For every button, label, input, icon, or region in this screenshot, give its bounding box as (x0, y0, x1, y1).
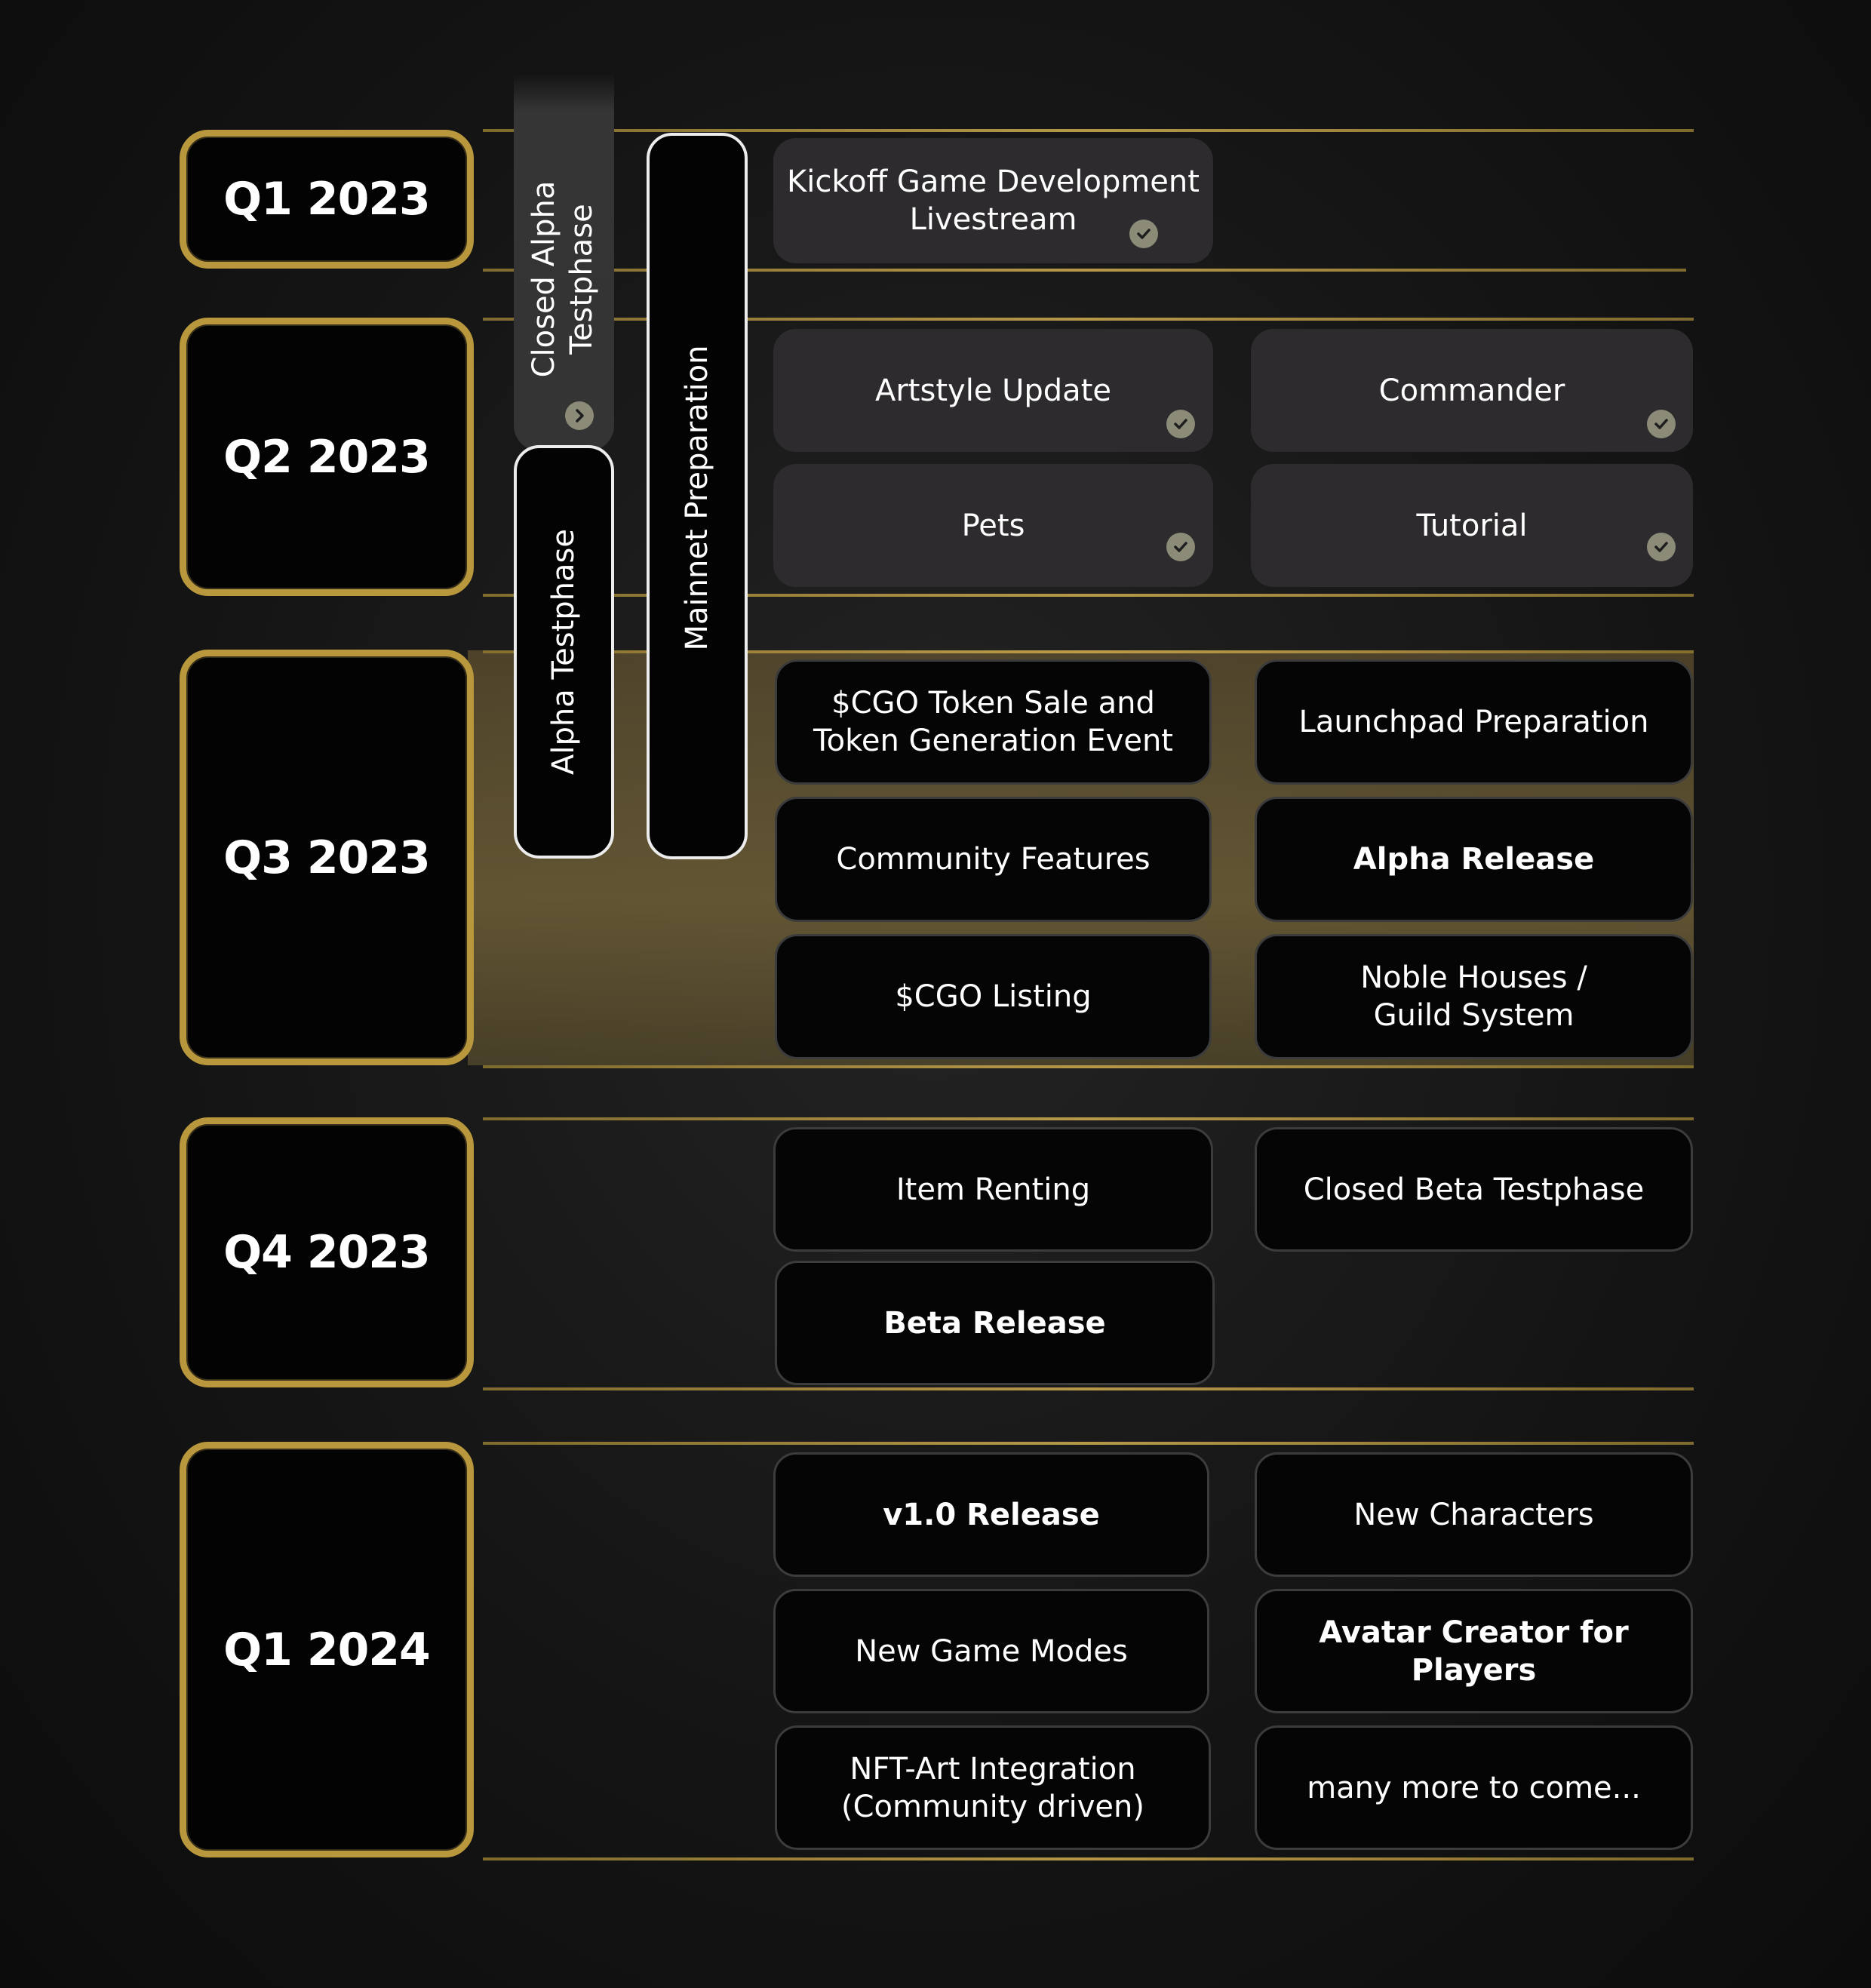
phase-alpha-testphase (514, 445, 614, 859)
item-label: Item Renting (896, 1172, 1091, 1207)
quarter-q1-2024: Q1 2024 (180, 1442, 474, 1857)
item-token-sale: $CGO Token Sale and Token Generation Eve… (775, 659, 1212, 785)
phase-mainnet-preparation (647, 133, 748, 859)
item-new-game-modes: New Game Modes (773, 1589, 1209, 1713)
check-circle-icon (565, 401, 594, 430)
item-label: Noble Houses / Guild System (1360, 960, 1587, 1033)
item-label: v1.0 Release (883, 1497, 1100, 1532)
item-cgo-listing: $CGO Listing (775, 934, 1212, 1059)
item-label: Closed Beta Testphase (1303, 1172, 1645, 1207)
item-label: Kickoff Game Development Livestream (787, 164, 1200, 237)
divider-line (483, 1442, 1694, 1445)
check-circle-icon (1166, 533, 1195, 561)
item-label: Commander (1378, 373, 1565, 408)
item-nft-art-integration: NFT-Art Integration (Community driven) (775, 1725, 1211, 1850)
item-label: NFT-Art Integration (Community driven) (840, 1751, 1144, 1824)
item-commander: Commander (1251, 329, 1693, 452)
quarter-label: Q1 2024 (223, 1623, 431, 1676)
item-many-more: many more to come... (1255, 1725, 1693, 1850)
quarter-label: Q1 2023 (223, 173, 431, 226)
item-beta-release: Beta Release (775, 1261, 1215, 1385)
divider-line (483, 1117, 1694, 1120)
item-label: Alpha Release (1353, 842, 1595, 877)
quarter-label: Q3 2023 (223, 831, 431, 884)
divider-line (483, 129, 1694, 132)
item-label: Beta Release (883, 1305, 1106, 1341)
phase-alpha-testphase-label: Alpha Testphase (546, 529, 581, 775)
check-circle-icon (1166, 410, 1195, 438)
item-new-characters: New Characters (1255, 1452, 1693, 1577)
item-community-features: Community Features (775, 797, 1212, 922)
item-artstyle-update: Artstyle Update (773, 329, 1213, 452)
divider-line (483, 650, 1694, 653)
divider-line (483, 1065, 1694, 1068)
item-label: Artstyle Update (875, 373, 1111, 408)
item-pets: Pets (773, 464, 1213, 587)
item-label: Pets (961, 508, 1025, 543)
quarter-q3-2023: Q3 2023 (180, 650, 474, 1065)
item-label: $CGO Token Sale and Token Generation Eve… (813, 686, 1173, 758)
item-label: $CGO Listing (895, 979, 1092, 1014)
check-circle-icon (1647, 410, 1676, 438)
divider-line (483, 318, 1694, 321)
quarter-label: Q4 2023 (223, 1226, 431, 1279)
item-label: Avatar Creator for Players (1319, 1615, 1629, 1688)
divider-line (483, 269, 1686, 272)
divider-line (483, 594, 1694, 597)
quarter-q1-2023: Q1 2023 (180, 130, 474, 269)
item-v1-release: v1.0 Release (773, 1452, 1209, 1577)
phase-closed-alpha-label: Closed Alpha Testphase (527, 180, 599, 378)
item-label: many more to come... (1307, 1770, 1641, 1805)
check-circle-icon (1647, 533, 1676, 561)
quarter-q4-2023: Q4 2023 (180, 1117, 474, 1387)
check-circle-icon (1129, 220, 1158, 248)
item-label: Tutorial (1416, 508, 1528, 543)
item-noble-houses: Noble Houses / Guild System (1255, 934, 1693, 1059)
item-closed-beta-testphase: Closed Beta Testphase (1255, 1127, 1693, 1252)
item-kickoff-livestream: Kickoff Game Development Livestream (773, 138, 1213, 263)
item-label: New Characters (1353, 1497, 1594, 1532)
quarter-label: Q2 2023 (223, 430, 431, 484)
quarter-q2-2023: Q2 2023 (180, 318, 474, 596)
phase-mainnet-preparation-label: Mainnet Preparation (680, 345, 714, 651)
phase-closed-alpha (514, 74, 614, 451)
item-label: New Game Modes (855, 1633, 1128, 1669)
item-avatar-creator: Avatar Creator for Players (1255, 1589, 1693, 1713)
item-launchpad-preparation: Launchpad Preparation (1255, 659, 1693, 785)
item-item-renting: Item Renting (773, 1127, 1213, 1252)
item-tutorial: Tutorial (1251, 464, 1693, 587)
divider-line (483, 1857, 1694, 1860)
divider-line (483, 1387, 1694, 1390)
item-alpha-release: Alpha Release (1255, 797, 1693, 922)
item-label: Launchpad Preparation (1298, 705, 1649, 739)
item-label: Community Features (836, 842, 1151, 877)
